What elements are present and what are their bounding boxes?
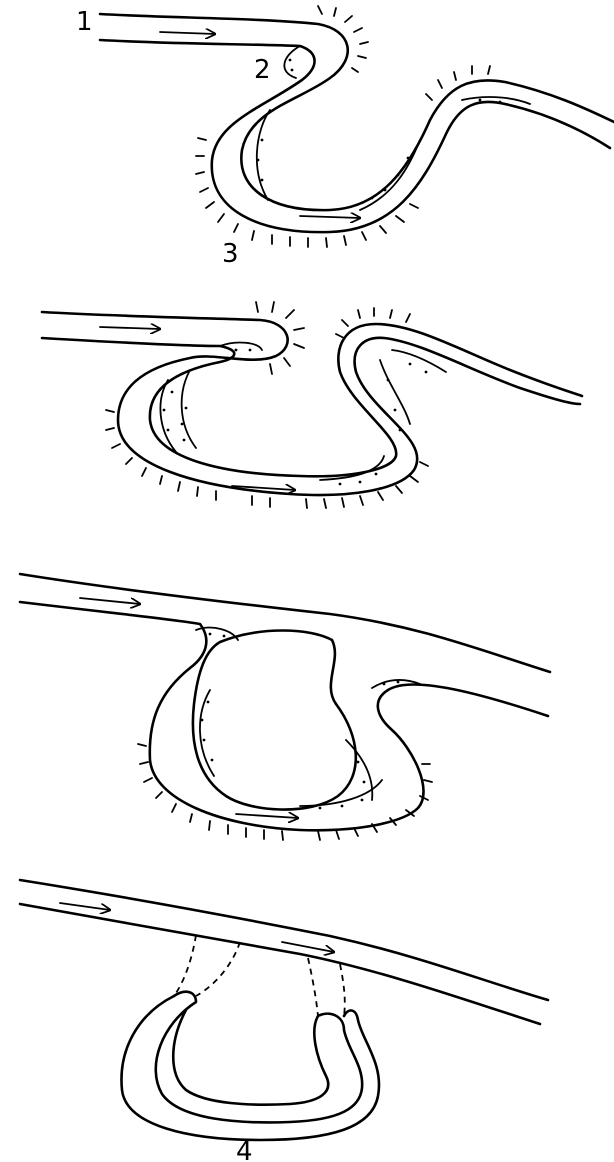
point-bar-deposits-3 (201, 633, 400, 810)
label-3: 3 (222, 239, 239, 269)
flow-arrow-6 (236, 814, 298, 818)
label-4: 4 (236, 1137, 253, 1162)
erosion-marks-3 (138, 744, 432, 840)
flow-arrow-5 (80, 598, 140, 604)
flow-arrow-7 (60, 903, 110, 910)
flow-arrow-2 (300, 216, 360, 218)
stage-3-neck-cutoff (20, 574, 550, 840)
flow-arrow-1 (160, 32, 215, 34)
label-1: 1 (76, 7, 93, 37)
stage-4-oxbow-lake: 4 (20, 880, 548, 1162)
point-bar-deposits-1 (254, 59, 502, 200)
flow-arrow-3 (100, 327, 160, 329)
erosion-marks-1 (196, 6, 490, 247)
oxbow-lake (156, 992, 362, 1123)
stage-2-neck-narrowing (42, 302, 582, 508)
label-2: 2 (254, 55, 271, 85)
stage-1-meander: 1 2 3 (76, 6, 614, 269)
flow-arrow-8 (282, 942, 334, 952)
